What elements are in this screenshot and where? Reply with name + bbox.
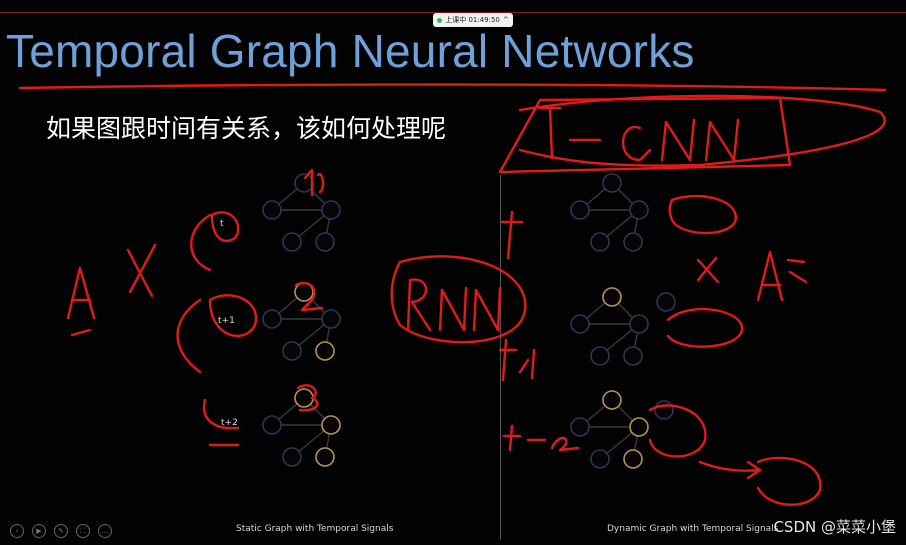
ink-right-circle-3 xyxy=(648,404,707,458)
ink-num-3 xyxy=(296,384,319,412)
static-t2-node-3 xyxy=(282,447,302,467)
ink-tgnn-box xyxy=(498,96,792,174)
ink-circle-t1 xyxy=(210,211,240,243)
ink-right-x xyxy=(696,256,720,284)
dynamic-t2-node-4 xyxy=(623,449,643,469)
time-label-t: t xyxy=(220,219,224,229)
time-label-t2: t+2 xyxy=(221,418,238,428)
crop-icon[interactable]: ⛶ xyxy=(76,524,90,538)
ink-circle-t1b xyxy=(208,294,258,337)
static-t1-node-1 xyxy=(262,309,282,329)
ink-num-1 xyxy=(303,168,325,197)
static-t2-node-1 xyxy=(262,415,282,435)
dynamic-t-node-0 xyxy=(602,173,622,193)
chevron-up-icon: ^ xyxy=(502,16,509,24)
ink-rnn-letters xyxy=(406,278,502,332)
static-t2-node-4 xyxy=(315,447,335,467)
handwritten-annotations xyxy=(18,83,887,506)
panel-divider xyxy=(500,175,501,540)
ink-right-t xyxy=(500,210,524,260)
dynamic-t1-node-0 xyxy=(602,287,622,307)
dynamic-t1-node-1 xyxy=(570,314,590,334)
ink-rnn-circle xyxy=(390,255,527,344)
dynamic-t1-extra-node xyxy=(656,292,676,312)
watermark: CSDN @菜菜小堡 xyxy=(773,518,896,536)
dynamic-t2-node-3 xyxy=(590,449,610,469)
dynamic-t-node-4 xyxy=(623,232,643,252)
slide-title: Temporal Graph Neural Networks xyxy=(6,25,695,77)
ink-bracket-1 xyxy=(190,213,212,272)
slide-subtitle: 如果图跟时间有关系，该如何处理呢 xyxy=(46,114,447,143)
recording-label: 上课中 01:49:50 xyxy=(445,16,500,24)
ink-tgnn-loop xyxy=(518,94,886,167)
static-t2-node-2 xyxy=(321,415,341,435)
ink-num-2 xyxy=(294,281,324,312)
static-t1-node-3 xyxy=(282,341,302,361)
ink-right-circle-4 xyxy=(756,456,822,506)
ink-right-a xyxy=(756,250,808,302)
static-t-node-3 xyxy=(282,232,302,252)
prev-icon[interactable]: ‹ xyxy=(10,524,24,538)
static-t-node-1 xyxy=(262,200,282,220)
ink-tgnn-letters xyxy=(538,106,740,162)
presentation-toolbar: ‹ ▶ ✎ ⛶ … xyxy=(10,524,112,538)
ink-right-t2 xyxy=(502,424,580,452)
time-label-t1: t+1 xyxy=(218,316,235,326)
dynamic-t1-node-2 xyxy=(629,314,649,334)
static-t-node-4 xyxy=(315,232,335,252)
dynamic-graph-panel xyxy=(570,173,676,469)
ink-underline-t2 xyxy=(202,398,240,447)
dynamic-t1-node-3 xyxy=(590,346,610,366)
ink-left-x xyxy=(126,243,157,298)
dynamic-t-node-1 xyxy=(570,200,590,220)
dynamic-t2-node-1 xyxy=(570,417,590,437)
play-icon[interactable]: ▶ xyxy=(32,524,46,538)
ink-left-a xyxy=(66,266,96,337)
caption-dynamic-graph: Dynamic Graph with Temporal Signals xyxy=(607,524,779,534)
ink-right-circle-1 xyxy=(668,194,737,235)
dynamic-t2-node-2 xyxy=(629,417,649,437)
static-graph-panel xyxy=(262,173,341,467)
dynamic-t1-node-4 xyxy=(623,346,643,366)
more-icon[interactable]: … xyxy=(98,524,112,538)
static-t-node-2 xyxy=(321,200,341,220)
static-t1-node-4 xyxy=(315,341,335,361)
static-t1-node-2 xyxy=(321,309,341,329)
ink-title-underline xyxy=(18,83,887,92)
dynamic-t-node-2 xyxy=(629,200,649,220)
dynamic-t2-node-0 xyxy=(602,390,622,410)
recording-dot-icon xyxy=(437,17,443,23)
ink-bracket-2 xyxy=(176,298,202,374)
ink-right-arrow xyxy=(698,460,762,480)
pen-icon[interactable]: ✎ xyxy=(54,524,68,538)
caption-static-graph: Static Graph with Temporal Signals xyxy=(236,524,394,534)
ink-right-t1 xyxy=(498,338,536,382)
recording-bar-line xyxy=(0,12,906,13)
dynamic-t-node-3 xyxy=(590,232,610,252)
static-t2-node-0 xyxy=(294,388,314,408)
static-t-node-0 xyxy=(294,173,314,193)
dynamic-t2-extra-node xyxy=(654,400,674,420)
ink-right-circle-2 xyxy=(666,307,744,348)
recording-status-pill[interactable]: 上课中 01:49:50 ^ xyxy=(433,13,513,27)
